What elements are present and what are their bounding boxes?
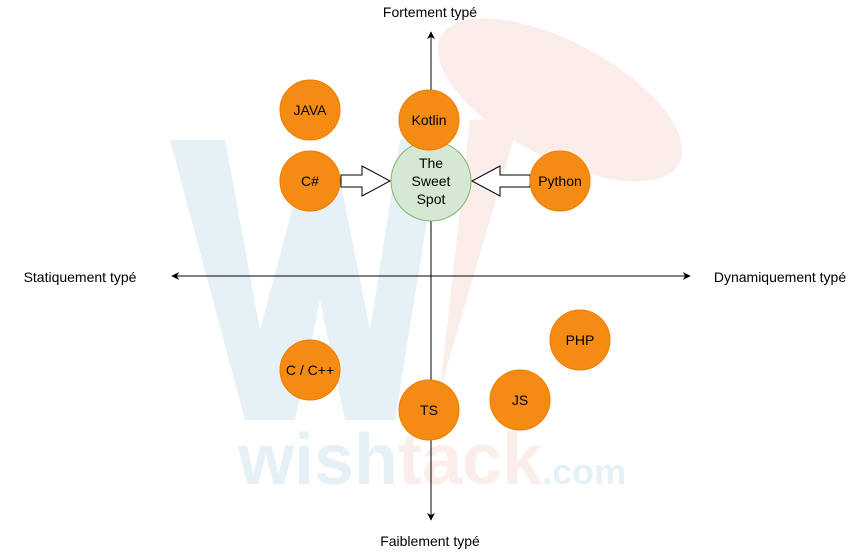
node-ts: TS [398,379,460,441]
node-java-circle [279,79,341,141]
node-php: PHP [549,309,611,371]
node-python-label: Python [538,173,582,189]
axis-label-right: Dynamiquement typé [714,269,847,285]
watermark-text: wishtack.com [237,420,626,500]
node-java: JAVA [279,79,341,141]
node-js-label: JS [512,392,528,408]
node-kotlin-circle [398,89,460,151]
node-ts-circle [398,379,460,441]
node-js: JS [489,369,551,431]
node-python: Python [529,150,591,212]
node-cpp: C / C++ [279,339,341,401]
sweet-spot-label-1: The [419,155,443,171]
arrow-csharp-to-sweet-spot [340,165,392,197]
node-cpp-label: C / C++ [286,362,334,378]
watermark-text-com: .com [542,451,626,492]
node-kotlin-label: Kotlin [411,112,446,128]
node-python-circle [529,150,591,212]
node-cpp-circle [279,339,341,401]
watermark-cone-top [437,18,683,182]
node-csharp-label: C# [301,173,319,189]
node-java-label: JAVA [294,102,328,118]
axis-label-top: Fortement typé [383,4,477,20]
watermark-text-wish: wish [237,420,398,500]
arrow-python-to-sweet-spot [470,165,531,197]
node-js-circle [489,369,551,431]
sweet-spot: The Sweet Spot [390,140,472,222]
node-kotlin: Kotlin [398,89,460,151]
sweet-spot-label-2: Sweet [412,173,451,189]
node-csharp: C# [279,150,341,212]
node-php-circle [549,309,611,371]
watermark-w-letter [170,140,440,420]
watermark: wishtack.com [170,18,683,500]
sweet-spot-label-3: Spot [417,191,446,207]
node-csharp-circle [279,150,341,212]
axis-label-bottom: Faiblement typé [380,533,480,549]
node-ts-label: TS [420,402,438,418]
axis-label-left: Statiquement typé [24,269,137,285]
node-php-label: PHP [566,332,595,348]
